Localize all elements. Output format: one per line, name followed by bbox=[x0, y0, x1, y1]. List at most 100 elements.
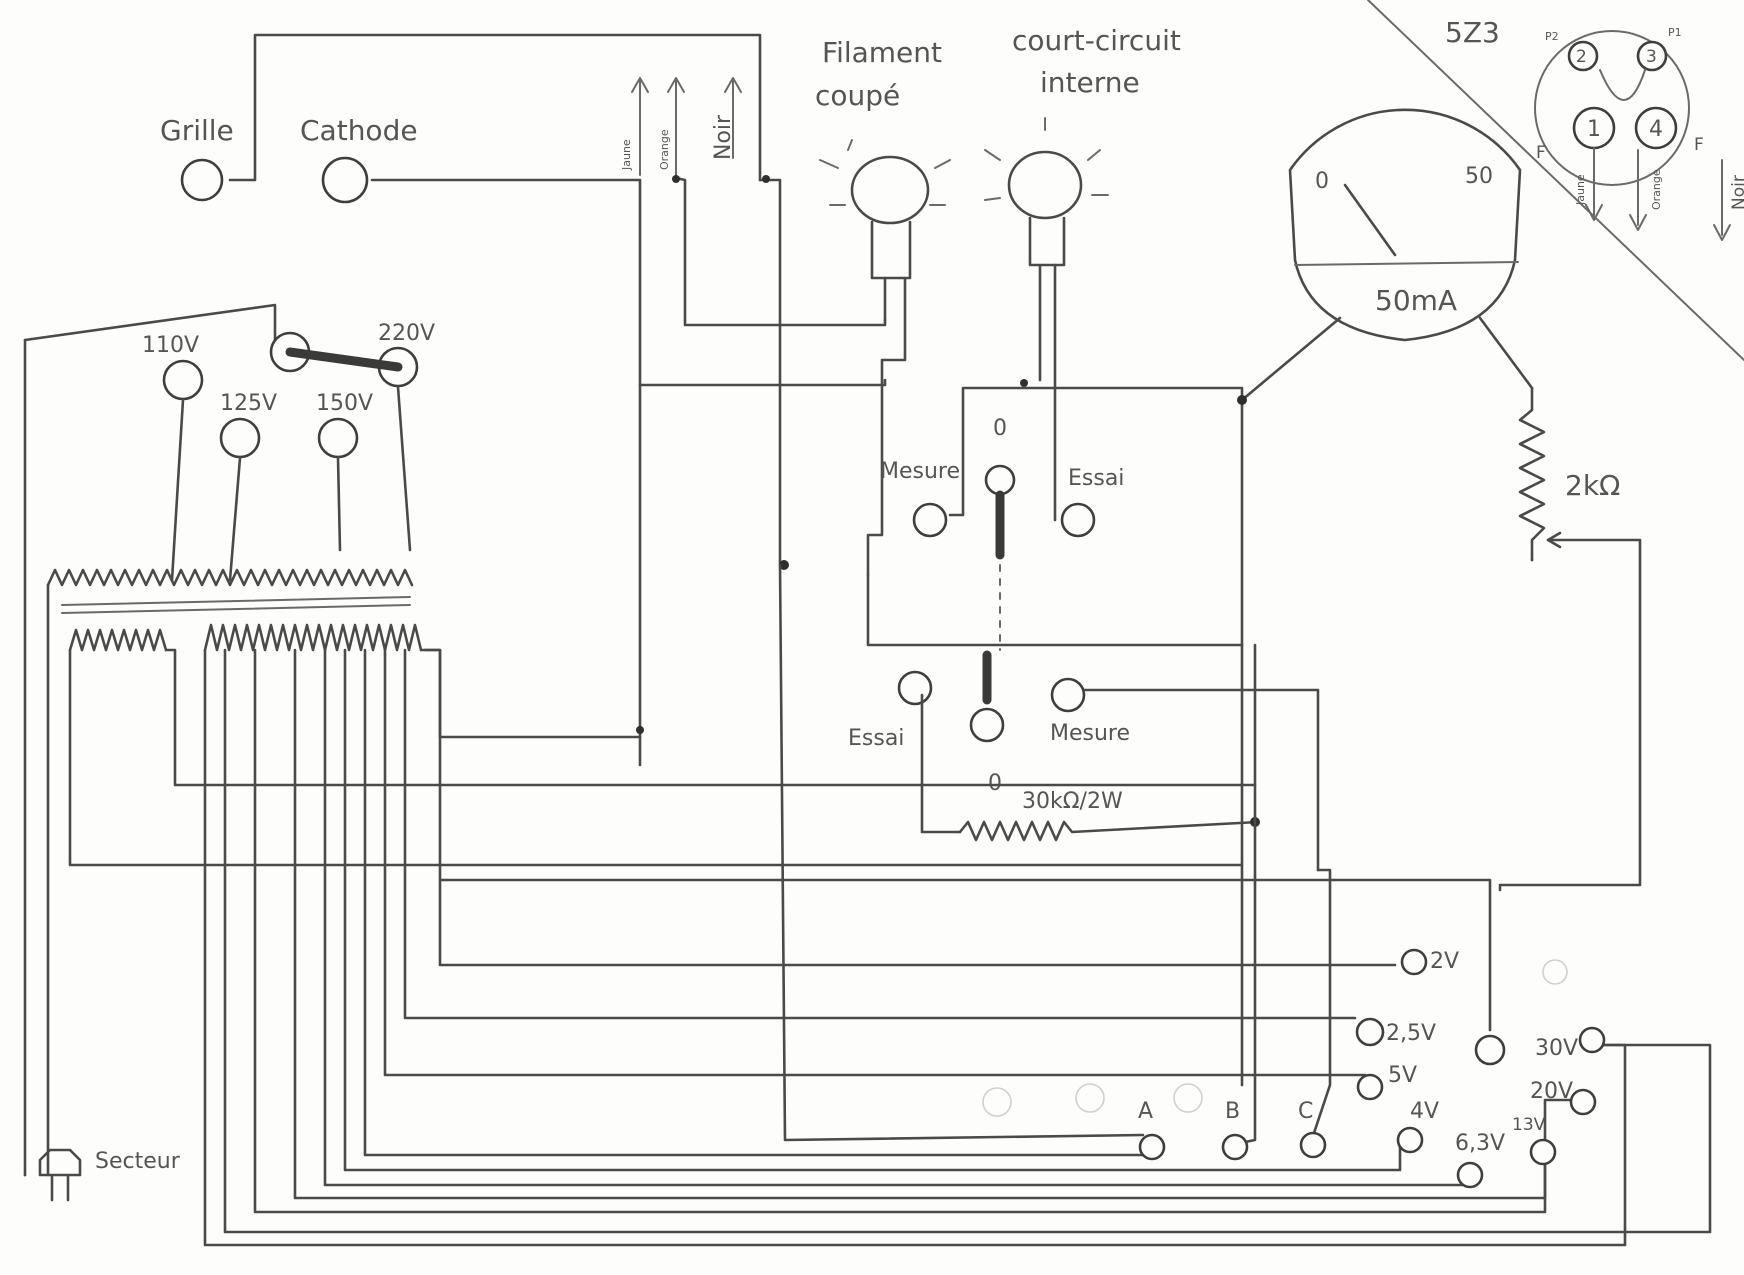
meter-range-label: 50mA bbox=[1375, 284, 1457, 317]
filament-lamp-base bbox=[870, 220, 912, 280]
filament-label-line2: coupé bbox=[815, 79, 900, 112]
socket-pin-3 bbox=[1636, 40, 1668, 72]
resistor-30k: 30kΩ/2W bbox=[958, 789, 1260, 842]
output-20v-label: 20V bbox=[1530, 1079, 1573, 1104]
output-4v-terminal[interactable] bbox=[1396, 1126, 1424, 1154]
ladder-wire-20v bbox=[253, 648, 1577, 1214]
switch-top-pivot[interactable] bbox=[984, 464, 1016, 496]
switch-top-mesure-terminal[interactable] bbox=[912, 502, 948, 538]
faint-circle bbox=[1173, 1083, 1203, 1113]
junction-cathode bbox=[636, 726, 644, 734]
noir-lead-arrow bbox=[724, 77, 742, 159]
socket-outline bbox=[1534, 30, 1690, 186]
switch-top-essai-terminal[interactable] bbox=[1060, 502, 1096, 538]
meter-right-wire bbox=[1478, 316, 1534, 390]
output-terminals: 2V 2,5V 5V 4V 6,3V 13V 20V 30V A B C bbox=[1138, 948, 1606, 1189]
jaune-to-lamp-wire bbox=[638, 378, 887, 387]
short-lamp-base bbox=[1028, 216, 1066, 267]
ladder-wire-a bbox=[363, 648, 1152, 1157]
secondary-1-lower-wire bbox=[68, 648, 1244, 867]
mains-plug-icon bbox=[38, 1148, 82, 1202]
grille-wire bbox=[228, 33, 762, 182]
orange-lead-label: Orange bbox=[658, 129, 671, 170]
resistor-value-label: 30kΩ/2W bbox=[1022, 789, 1123, 814]
pin-4-label: 4 bbox=[1649, 117, 1663, 142]
tap-110v-terminal[interactable] bbox=[162, 359, 204, 401]
switch-bottom-pivot[interactable] bbox=[969, 707, 1005, 743]
short-lamp-leads bbox=[1038, 263, 1057, 390]
cathode-terminal[interactable] bbox=[321, 156, 369, 204]
socket-noir-arrow bbox=[1713, 159, 1731, 241]
output-right-terminal[interactable] bbox=[1474, 1034, 1506, 1066]
secondary-winding-2 bbox=[203, 623, 423, 652]
junction-meter bbox=[1237, 395, 1247, 405]
lamp-filament-open: Filament coupé bbox=[815, 36, 951, 577]
output-c-terminal[interactable] bbox=[1299, 1131, 1327, 1159]
tap-150v-terminal[interactable] bbox=[317, 417, 359, 459]
tap-110v-label: 110V bbox=[142, 333, 199, 358]
tube-lead-section: Grille Cathode Jaune Orange Noir bbox=[160, 33, 887, 767]
junction-lamp-top bbox=[1020, 379, 1028, 387]
meter-scale-max: 50 bbox=[1465, 164, 1493, 189]
output-20v-terminal[interactable] bbox=[1569, 1088, 1597, 1116]
output-13v-terminal[interactable] bbox=[1529, 1138, 1557, 1166]
output-30v-label: 30V bbox=[1535, 1036, 1578, 1061]
transformer-primary-winding bbox=[46, 568, 414, 587]
output-25v-terminal[interactable] bbox=[1355, 1017, 1385, 1047]
socket-orange-label: Orange bbox=[1650, 169, 1663, 210]
mains-selector-link[interactable] bbox=[285, 347, 403, 372]
test-switch: 0 Mesure Essai Essai Mesure 0 bbox=[848, 379, 1320, 1087]
output-5v-terminal[interactable] bbox=[1356, 1073, 1384, 1101]
ladder-wire-2v bbox=[423, 648, 1397, 967]
paper-bleed-through bbox=[982, 959, 1568, 1117]
secondary-winding-1 bbox=[68, 628, 168, 652]
meter-needle bbox=[1343, 183, 1397, 257]
switch-bottom-essai: Essai bbox=[848, 726, 904, 751]
jaune-lead-arrow bbox=[631, 77, 649, 176]
pot-wiper-wire bbox=[1498, 538, 1642, 892]
resistor-left-wire bbox=[920, 693, 962, 834]
grille-terminal[interactable] bbox=[180, 158, 224, 202]
output-c-label: C bbox=[1298, 1099, 1313, 1124]
ladder-wire-25v bbox=[403, 648, 1357, 1020]
output-13v-label: 13V bbox=[1512, 1115, 1546, 1135]
output-b-terminal[interactable] bbox=[1221, 1133, 1249, 1161]
mains-tap-wires bbox=[170, 385, 412, 582]
output-4v-label: 4V bbox=[1410, 1099, 1439, 1124]
switch-top-zero: 0 bbox=[993, 416, 1007, 441]
ladder-wire-4v bbox=[343, 648, 1402, 1172]
ladder-wire-outer bbox=[223, 648, 1712, 1234]
pot-wiper-arrow bbox=[1546, 531, 1562, 549]
output-63v-terminal[interactable] bbox=[1456, 1161, 1484, 1189]
output-30v-terminal[interactable] bbox=[1578, 1026, 1606, 1054]
jaune-lead-label: Jaune bbox=[620, 139, 633, 171]
transformer-core-line-1 bbox=[61, 596, 411, 606]
switch-down-bus bbox=[778, 563, 1145, 1142]
output-2v-terminal[interactable] bbox=[1400, 948, 1428, 976]
output-63v-label: 6,3V bbox=[1455, 1131, 1505, 1156]
pin-1-label: 1 bbox=[1587, 117, 1601, 142]
noir-lead-label: Noir bbox=[711, 114, 736, 160]
output-a-terminal[interactable] bbox=[1138, 1133, 1166, 1161]
ladder-wire-13v bbox=[293, 648, 1547, 1200]
short-label-line1: court-circuit bbox=[1012, 24, 1181, 57]
switch-bottom-mesure-terminal[interactable] bbox=[1050, 677, 1086, 713]
faint-circle bbox=[982, 1087, 1012, 1117]
tap-125v-terminal[interactable] bbox=[219, 417, 261, 459]
mains-plug-label: Secteur bbox=[95, 1149, 181, 1174]
junction-orange bbox=[672, 175, 680, 183]
mains-voltage-selector: 110V 125V 150V 220V Secteur bbox=[23, 303, 435, 1202]
orange-lead-arrow bbox=[667, 77, 685, 179]
socket-pin-2 bbox=[1567, 40, 1599, 72]
milliammeter: 0 50 50mA bbox=[1240, 108, 1534, 402]
mains-top-wire bbox=[23, 303, 277, 347]
short-lamp-bulb bbox=[1007, 150, 1083, 220]
transformer-core-line-2 bbox=[61, 604, 411, 614]
switch-bottom-essai-terminal[interactable] bbox=[897, 670, 933, 706]
output-25v-label: 2,5V bbox=[1386, 1021, 1436, 1046]
faint-circle bbox=[1075, 1083, 1105, 1113]
meter-scale-min: 0 bbox=[1315, 169, 1329, 194]
ladder-wire-right bbox=[438, 878, 1492, 1032]
potentiometer-2k: 2kΩ bbox=[1498, 386, 1642, 892]
